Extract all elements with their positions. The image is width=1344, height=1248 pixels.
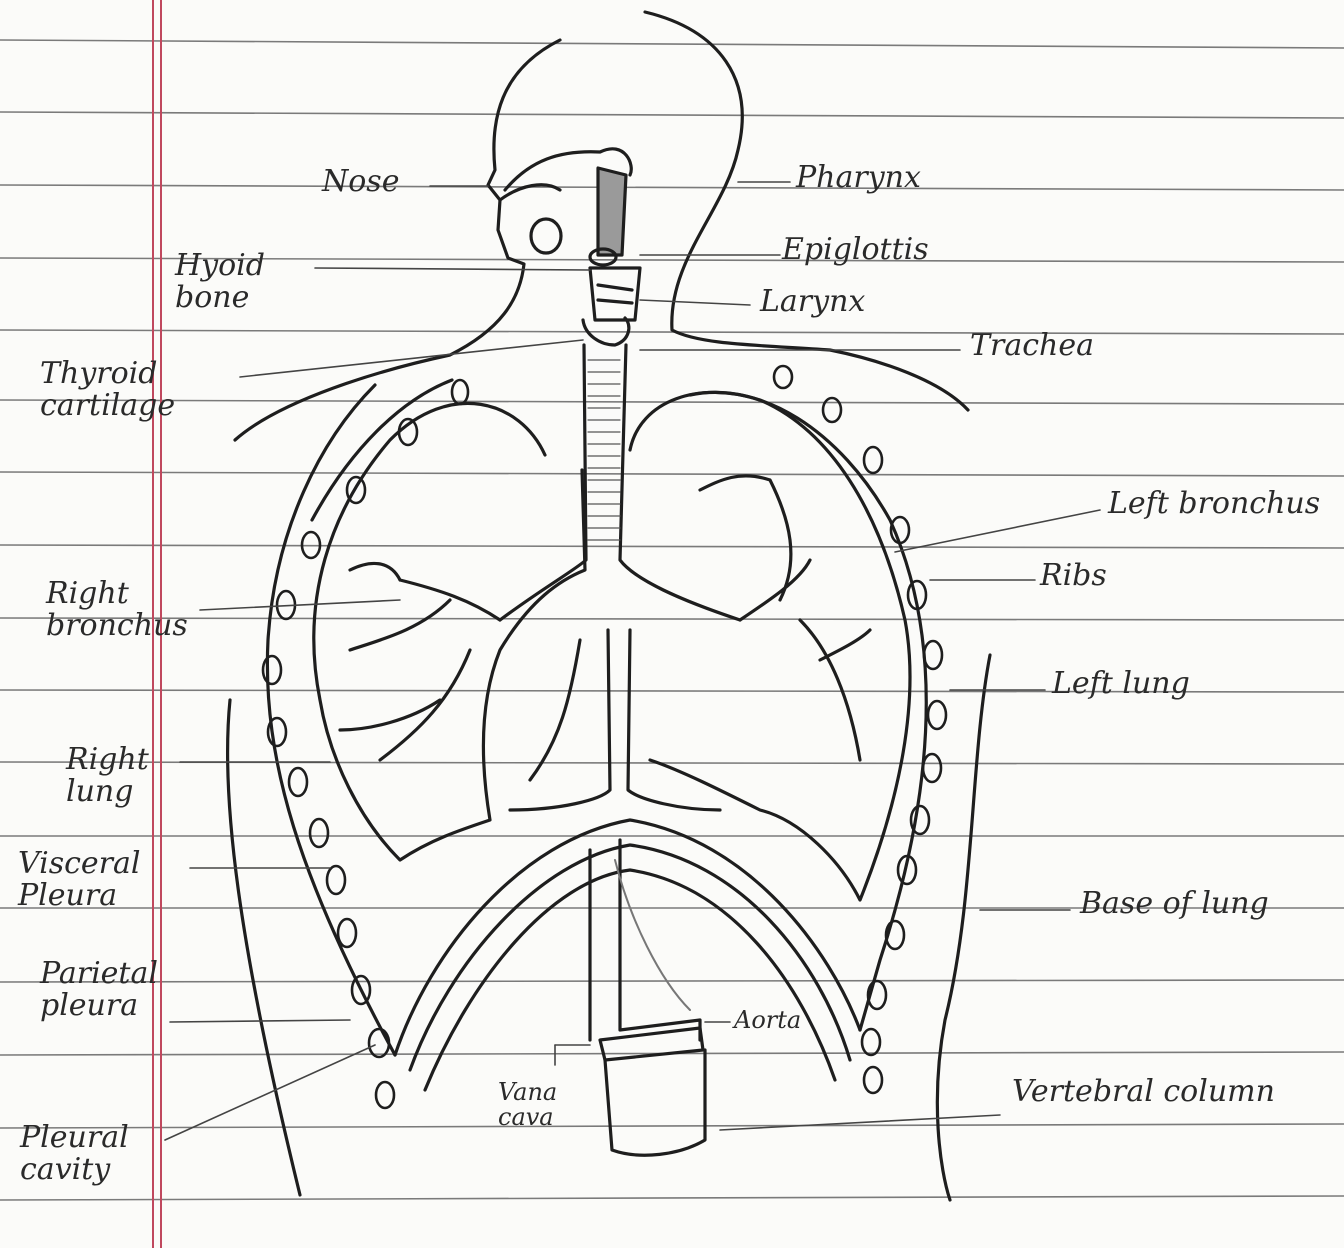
label-vertebral-column: Vertebral column — [1012, 1076, 1275, 1108]
label-vena-cava: Vana cava — [498, 1080, 557, 1130]
label-right-bronchus: Right bronchus — [46, 578, 188, 641]
label-left-lung: Left lung — [1052, 668, 1190, 700]
vena-cava — [605, 1050, 705, 1155]
label-epiglottis: Epiglottis — [782, 234, 929, 266]
left-bronchus — [700, 476, 870, 760]
label-base-of-lung: Base of lung — [1080, 888, 1269, 920]
label-thyroid-cartilage: Thyroid cartilage — [40, 358, 175, 421]
label-left-bronchus: Left bronchus — [1108, 488, 1320, 520]
label-parietal-pleura: Parietal pleura — [40, 958, 158, 1021]
label-hyoid-bone: Hyoid bone — [175, 250, 265, 313]
label-visceral-pleura: Visceral Pleura — [18, 848, 141, 911]
label-right-lung: Right lung — [66, 744, 149, 807]
right-bronchus — [340, 563, 500, 760]
label-aorta: Aorta — [734, 1008, 801, 1033]
aorta — [590, 840, 700, 1040]
label-trachea: Trachea — [970, 330, 1094, 362]
head-outline — [235, 40, 560, 440]
larynx — [590, 268, 640, 320]
label-nose: Nose — [322, 166, 399, 198]
trachea — [500, 345, 586, 620]
label-pharynx: Pharynx — [796, 162, 921, 194]
right-lung — [314, 403, 585, 860]
label-pleural-cavity: Pleural cavity — [20, 1122, 129, 1185]
pharynx — [598, 168, 626, 255]
label-larynx: Larynx — [760, 286, 865, 318]
left-lung — [630, 392, 910, 900]
label-ribs: Ribs — [1040, 560, 1107, 592]
